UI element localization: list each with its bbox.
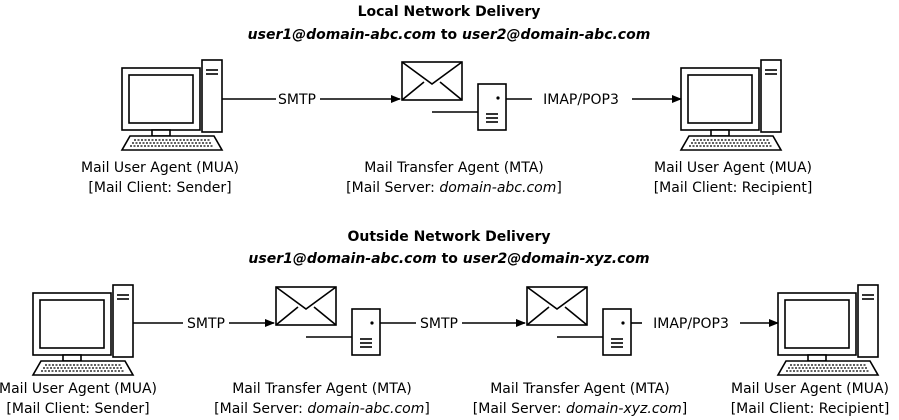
outside-sender-label: Mail User Agent (MUA) <box>0 381 157 397</box>
local-protocol-imap: IMAP/POP3 <box>543 92 619 108</box>
outside-mta1-sublabel: [Mail Server: domain-abc.com] <box>214 401 430 417</box>
outside-mta2-sublabel: [Mail Server: domain-xyz.com] <box>473 401 687 417</box>
outside-mta2-label: Mail Transfer Agent (MTA) <box>490 381 670 397</box>
local-recipient-label: Mail User Agent (MUA) <box>654 160 812 176</box>
local-recipient-computer-icon <box>680 59 782 151</box>
outside-protocol-smtp2: SMTP <box>420 316 458 332</box>
outside-recipient-label: Mail User Agent (MUA) <box>731 381 889 397</box>
outside-from-address: user1@domain-abc.com <box>248 251 436 267</box>
outside-recipient-computer-icon <box>777 284 879 376</box>
local-mta-sublabel: [Mail Server: domain-abc.com] <box>346 180 562 196</box>
outside-protocol-smtp1: SMTP <box>187 316 225 332</box>
local-recipient-sublabel: [Mail Client: Recipient] <box>654 180 813 196</box>
local-from-address: user1@domain-abc.com <box>248 27 436 43</box>
outside-protocol-imap: IMAP/POP3 <box>653 316 729 332</box>
outside-title: Outside Network Delivery <box>348 229 551 245</box>
local-to-address: user2@domain-abc.com <box>462 27 650 43</box>
outside-mta2-server-icon <box>526 286 632 356</box>
local-mta-server-icon <box>401 61 507 131</box>
local-title: Local Network Delivery <box>358 4 541 20</box>
local-sender-sublabel: [Mail Client: Sender] <box>88 180 231 196</box>
local-sender-label: Mail User Agent (MUA) <box>81 160 239 176</box>
local-sender-computer-icon <box>121 59 223 151</box>
outside-recipient-sublabel: [Mail Client: Recipient] <box>731 401 890 417</box>
local-protocol-smtp: SMTP <box>278 92 316 108</box>
local-mta-label: Mail Transfer Agent (MTA) <box>364 160 544 176</box>
outside-mta1-server-icon <box>275 286 381 356</box>
local-to-word: to <box>436 27 462 43</box>
local-subtitle: user1@domain-abc.com to user2@domain-abc… <box>248 27 651 43</box>
outside-subtitle: user1@domain-abc.com to user2@domain-xyz… <box>248 251 649 267</box>
outside-to-address: user2@domain-xyz.com <box>463 251 650 267</box>
outside-sender-sublabel: [Mail Client: Sender] <box>6 401 149 417</box>
outside-sender-computer-icon <box>32 284 134 376</box>
outside-to-word: to <box>437 251 463 267</box>
outside-mta1-label: Mail Transfer Agent (MTA) <box>232 381 412 397</box>
